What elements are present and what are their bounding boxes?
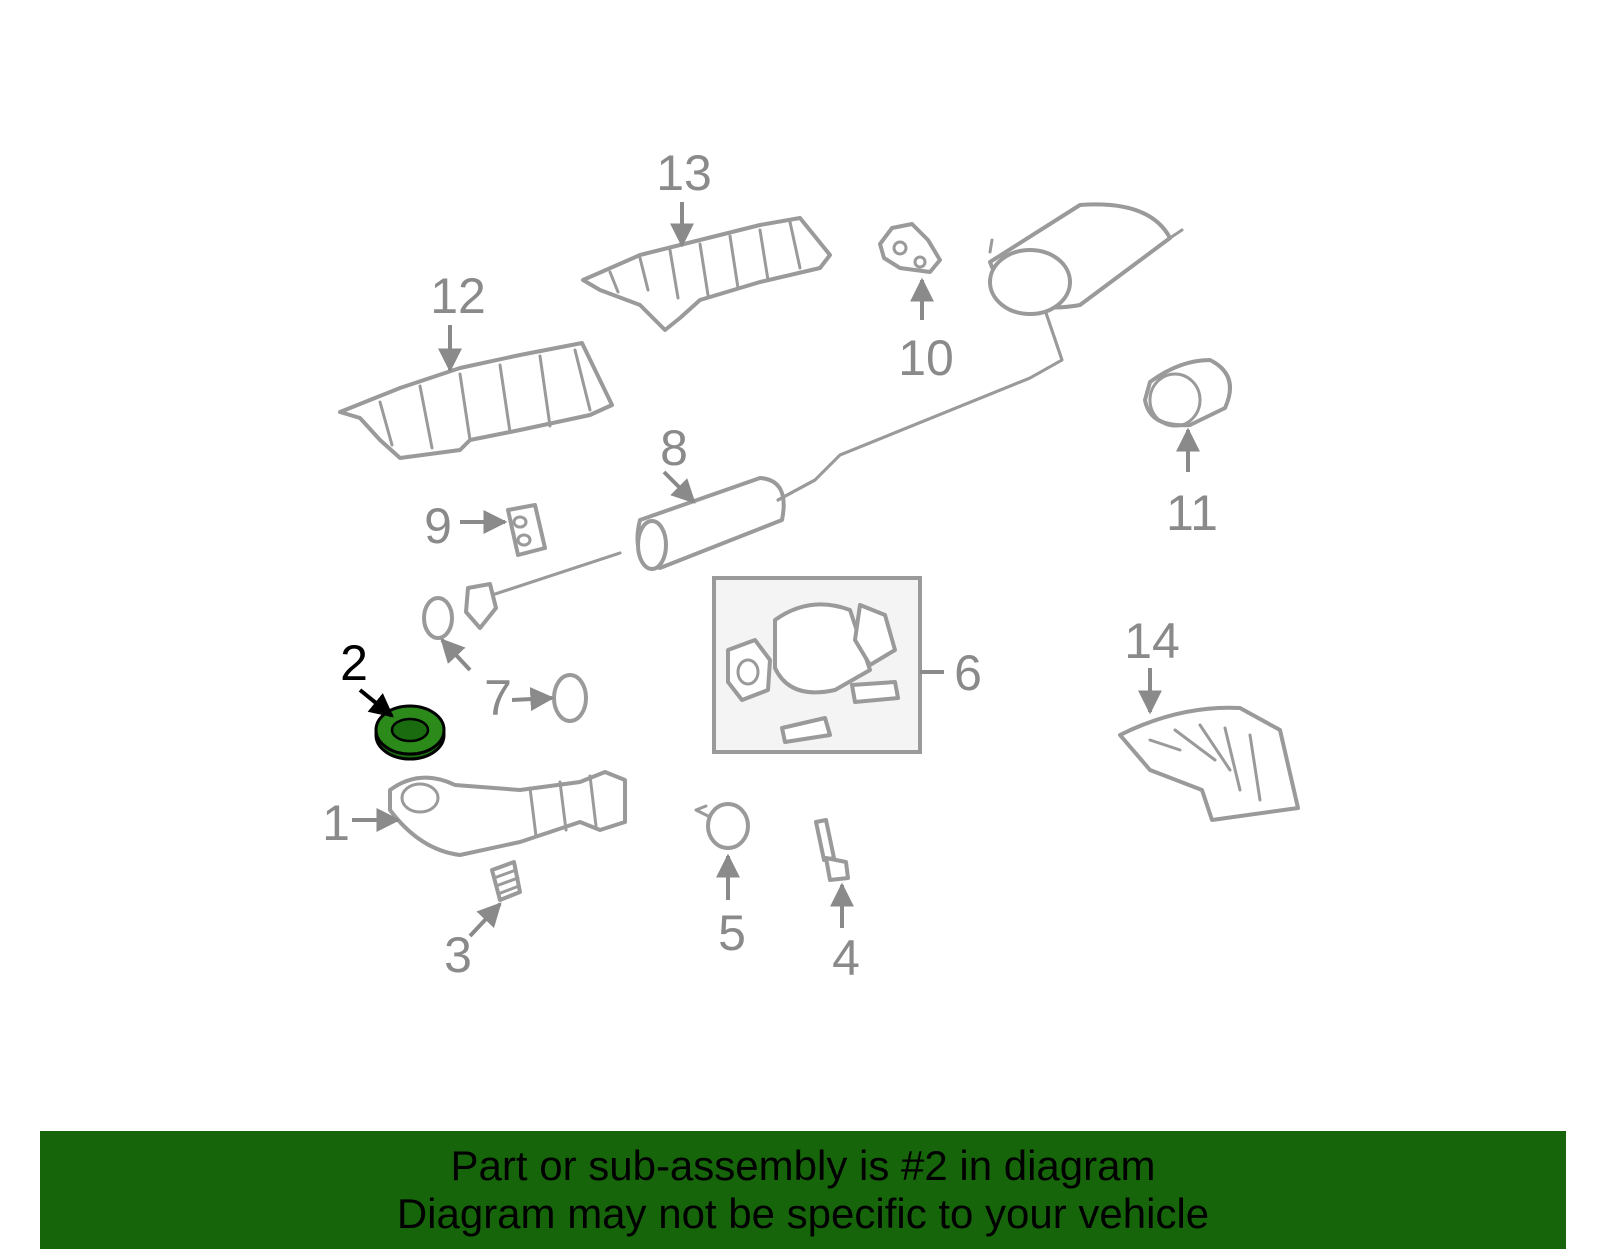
callout-9: 9 [424, 498, 452, 554]
callout-11: 11 [1166, 485, 1218, 541]
part-1-front-pipe[interactable] [388, 770, 627, 857]
part-14-heat-shield[interactable] [1118, 705, 1300, 822]
arrow-7b [511, 687, 555, 712]
callout-4: 4 [832, 930, 860, 986]
callout-3: 3 [444, 927, 472, 983]
part-8-exhaust-pipe-muffler[interactable] [464, 202, 1184, 630]
banner-line-2: Diagram may not be specific to your vehi… [396, 1190, 1210, 1237]
callout-7: 7 [484, 670, 512, 726]
part-7-gasket[interactable] [422, 596, 588, 723]
arrow-7a [440, 638, 472, 672]
callout-5: 5 [718, 905, 746, 961]
part-5-clamp[interactable] [694, 802, 750, 850]
part-6-catalytic-converter-box[interactable] [712, 576, 922, 754]
exhaust-parts-diagram: 13 12 10 8 11 9 [322, 145, 1300, 986]
callout-13: 13 [656, 145, 712, 201]
callout-10: 10 [898, 330, 954, 386]
part-11-exhaust-tip[interactable] [1143, 358, 1232, 428]
banner-line-1: Part or sub-assembly is #2 in diagram [450, 1142, 1156, 1189]
info-banner: Part or sub-assembly is #2 in diagram Di… [40, 1131, 1566, 1249]
part-3-spring[interactable] [490, 860, 522, 902]
callout-6: 6 [954, 645, 982, 701]
part-12-heat-shield[interactable] [338, 341, 614, 460]
callout-2: 2 [340, 635, 368, 691]
part-9-rubber-hanger[interactable] [506, 503, 547, 557]
part-2-highlighted-ring[interactable] [374, 704, 446, 761]
callout-14: 14 [1124, 613, 1180, 669]
part-4-bolt[interactable] [814, 818, 850, 882]
callout-8: 8 [660, 420, 688, 476]
part-13-heat-shield[interactable] [581, 216, 832, 332]
arrow-2 [358, 688, 394, 718]
callout-1: 1 [322, 795, 350, 851]
arrow-8 [662, 470, 696, 504]
callout-12: 12 [430, 268, 486, 324]
part-10-hanger-bracket[interactable] [878, 222, 942, 274]
arrow-3 [468, 902, 502, 938]
